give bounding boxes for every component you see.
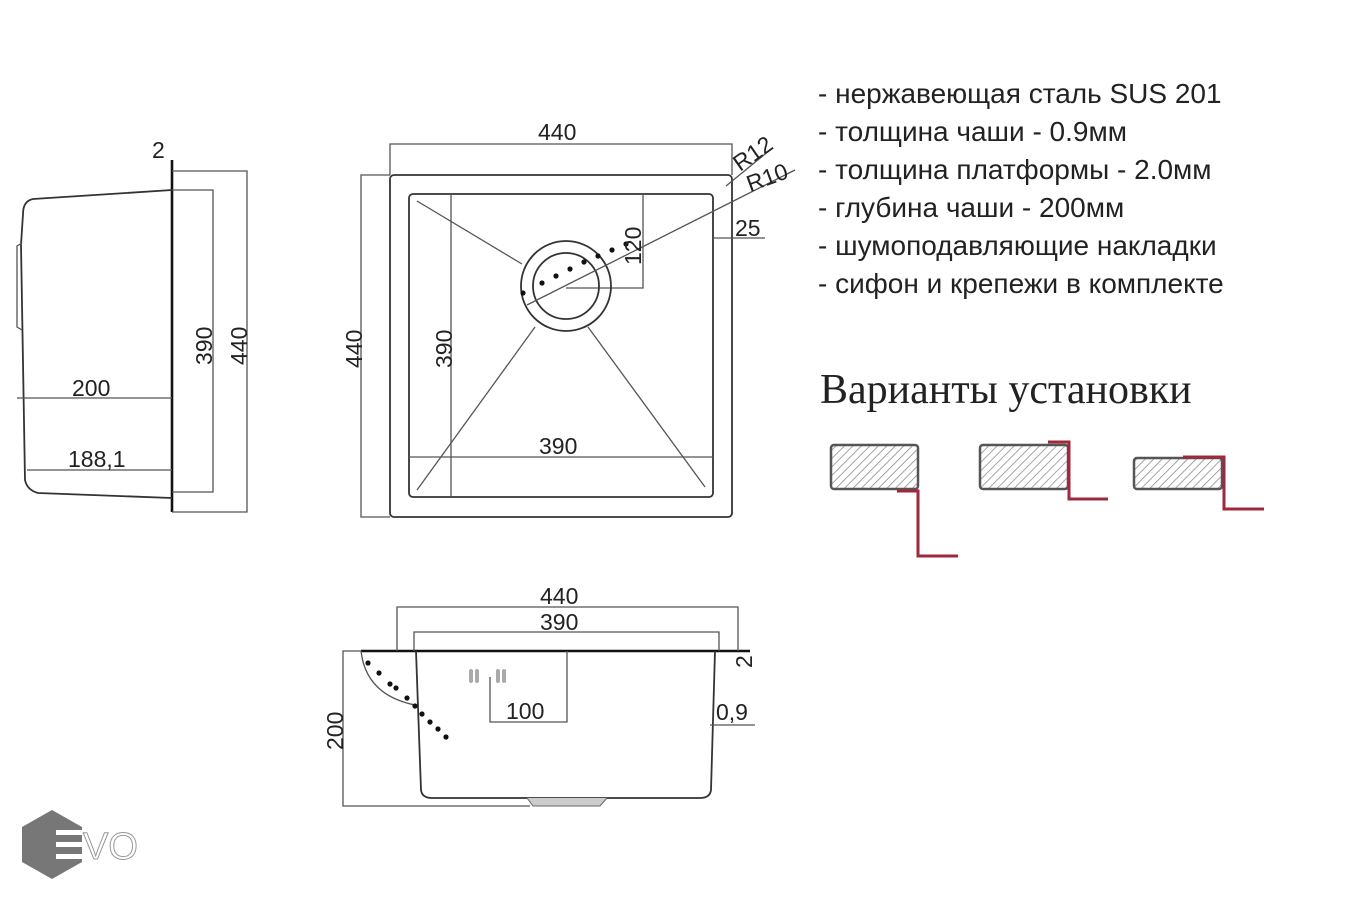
dim-front-bowl-width: 390 [540, 609, 578, 635]
spec-item: - сифон и крепежи в комплекте [818, 268, 1224, 299]
install-variant-flush [978, 440, 1108, 501]
dim-side-bottom: 188,1 [68, 446, 126, 472]
install-variant-overmount [1132, 455, 1264, 511]
spec-item: - толщина чаши - 0.9мм [818, 116, 1127, 147]
install-title: Варианты установки [820, 367, 1192, 413]
dim-drain-offset: 120 [620, 227, 646, 265]
dim-top-height: 440 [341, 330, 367, 368]
front-view: 440 390 2 0,9 100 200 [322, 583, 757, 807]
dim-front-width: 440 [540, 583, 578, 609]
side-view: 2 200 188,1 390 440 [16, 137, 252, 513]
dim-bowl-width: 390 [539, 433, 577, 459]
dim-front-rim: 2 [731, 655, 757, 668]
logo-text: VO [83, 826, 138, 868]
spec-item: - шумоподавляющие накладки [818, 230, 1217, 261]
dim-overflow: 100 [506, 698, 544, 724]
spec-item: - глубина чаши - 200мм [818, 192, 1125, 223]
dim-thickness: 0,9 [716, 699, 748, 725]
evo-logo: VO [22, 810, 138, 879]
dim-side-inner: 390 [191, 327, 217, 365]
dim-side-outer: 440 [226, 327, 252, 365]
dim-side-depth: 200 [72, 375, 110, 401]
dim-top-width: 440 [538, 119, 576, 145]
dim-front-depth: 200 [322, 712, 348, 750]
spec-item: - толщина платформы - 2.0мм [818, 154, 1212, 185]
spec-item: - нержавеющая сталь SUS 201 [818, 78, 1222, 109]
dim-bowl-height: 390 [431, 330, 457, 368]
dim-side-top: 2 [152, 137, 165, 163]
top-view: 440 440 390 390 120 R12 R10 25 [341, 119, 796, 518]
install-variant-undermount [829, 443, 958, 558]
dim-rim: 25 [735, 215, 761, 241]
